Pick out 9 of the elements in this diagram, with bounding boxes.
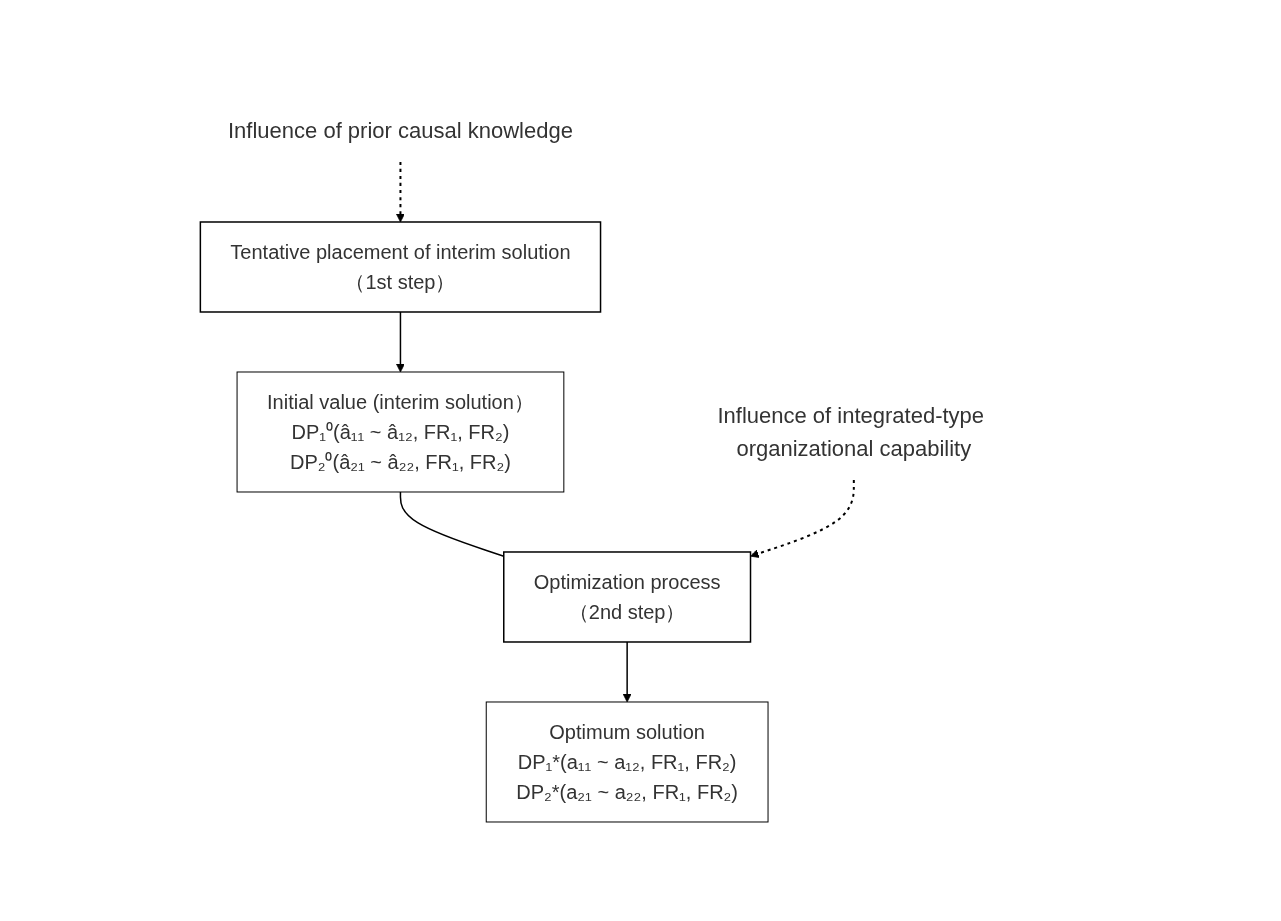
node-box: Optimization process （2nd step） [502,551,751,643]
node-box: Tentative placement of interim solution （1st step） [199,221,601,313]
node-text: Influence of prior causal knowledge [227,118,573,143]
arrow [395,311,405,373]
arrow [622,641,632,703]
node-box: Optimum solution DP₁*(a₁₁ ~ a₁₂, FR₁, FR₂) DP₂*(a₂₁ ~ a₂₂, FR₁, FR₂) [485,701,769,823]
arrow [395,161,405,223]
node-text: Influence of integrated-type organizational capability [717,402,984,461]
node-box: Initial value (interim solution） DP₁⁰(â₁₁ ~ â₁₂, FR₁, FR₂) DP₂⁰(â₂₁ ~ â₂₂, FR₁, FR₂) [236,371,564,493]
